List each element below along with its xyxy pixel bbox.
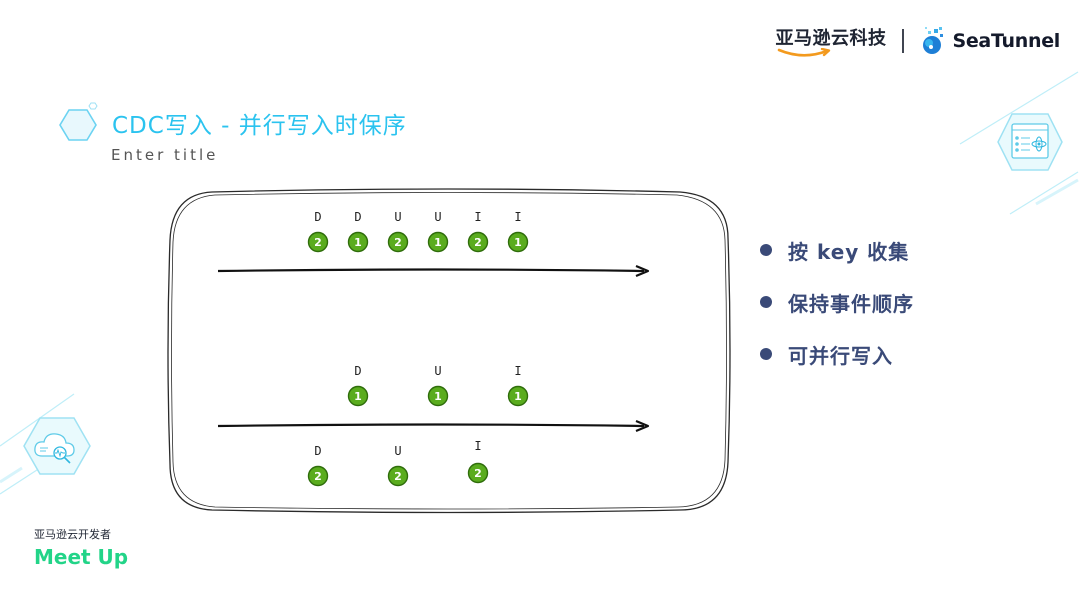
seatunnel-brand-text: SeaTunnel: [952, 30, 1060, 52]
cdc-event: I1: [507, 364, 529, 407]
event-key-badge: [427, 231, 449, 253]
bullet-text: 可并行写入: [788, 343, 893, 368]
cdc-event: D1: [347, 364, 369, 407]
event-key-badge: [507, 385, 529, 407]
footer-brand-big: Meet Up: [34, 545, 129, 569]
bottom-stream-arrow: [217, 419, 650, 433]
event-key-number: 2: [314, 470, 322, 483]
event-op-label: U: [394, 444, 401, 458]
cdc-event: D2: [307, 444, 329, 487]
event-op-label: D: [314, 210, 321, 224]
cdc-event: U1: [427, 364, 449, 407]
event-key-number: 1: [514, 390, 522, 403]
event-op-label: I: [474, 210, 481, 224]
event-key-number: 1: [434, 236, 442, 249]
event-op-label: U: [434, 210, 441, 224]
header-brand: 亚马逊云科技 SeaTunnel: [775, 24, 1060, 58]
event-key-number: 2: [394, 236, 402, 249]
event-key-badge: [307, 465, 329, 487]
cdc-event: I2: [467, 210, 489, 253]
list-item: 保持事件顺序: [760, 284, 914, 320]
data-panel-deco-icon: [959, 71, 1079, 215]
amazon-brand-text: 亚马逊云科技: [775, 28, 887, 49]
cdc-event: I1: [507, 210, 529, 253]
bullet-dot-icon: [760, 296, 772, 308]
amazon-smile-icon: [778, 48, 831, 57]
event-key-number: 1: [354, 236, 362, 249]
event-key-number: 1: [434, 390, 442, 403]
seatunnel-icon: [923, 27, 944, 54]
list-item: 按 key 收集: [760, 232, 914, 268]
event-op-label: D: [354, 364, 361, 378]
event-key-badge: [507, 231, 529, 253]
footer-brand-small: 亚马逊云开发者: [34, 528, 111, 541]
event-op-label: I: [474, 439, 481, 453]
page-subtitle: Enter title: [111, 146, 219, 164]
brand-divider: [902, 29, 905, 53]
event-key-badge: [467, 462, 489, 484]
cdc-event: D1: [347, 210, 369, 253]
event-key-number: 2: [474, 467, 482, 480]
event-op-label: I: [514, 364, 521, 378]
title-block: CDC写入 - 并行写入时保序 Enter title: [58, 102, 407, 164]
event-key-number: 1: [514, 236, 522, 249]
event-key-number: 1: [354, 390, 362, 403]
event-key-badge: [427, 385, 449, 407]
seatunnel-logo: SeaTunnel: [920, 25, 1060, 57]
cdc-event: U2: [387, 444, 409, 487]
event-key-badge: [387, 231, 409, 253]
top-stream-arrow: [217, 264, 650, 278]
diagram-frame: [167, 188, 731, 514]
event-key-number: 2: [314, 236, 322, 249]
diagram-frame-sketch: [171, 192, 727, 510]
cdc-event: I2: [467, 439, 489, 484]
list-item: 可并行写入: [760, 336, 914, 372]
event-op-label: U: [434, 364, 441, 378]
event-key-badge: [307, 231, 329, 253]
feature-list: 按 key 收集 保持事件顺序 可并行写入: [760, 232, 914, 388]
amazon-logo: 亚马逊云科技: [775, 24, 886, 58]
event-key-badge: [467, 231, 489, 253]
bullet-dot-icon: [760, 348, 772, 360]
footer-brand: 亚马逊云开发者 Meet Up: [34, 526, 128, 569]
event-op-label: D: [314, 444, 321, 458]
event-op-label: D: [354, 210, 361, 224]
event-key-badge: [347, 231, 369, 253]
event-key-number: 2: [474, 236, 482, 249]
bullet-dot-icon: [760, 244, 772, 256]
cdc-event: U1: [427, 210, 449, 253]
cloud-analytics-deco-icon: [0, 393, 91, 495]
event-op-label: U: [394, 210, 401, 224]
event-key-badge: [387, 465, 409, 487]
hexagon-icon: [59, 102, 98, 141]
event-key-badge: [347, 385, 369, 407]
cdc-event: U2: [387, 210, 409, 253]
bullet-text: 按 key 收集: [788, 239, 910, 264]
cdc-event: D2: [307, 210, 329, 253]
bullet-text: 保持事件顺序: [788, 291, 914, 316]
page-title: CDC写入 - 并行写入时保序: [112, 113, 407, 139]
event-key-number: 2: [394, 470, 402, 483]
event-op-label: I: [514, 210, 521, 224]
